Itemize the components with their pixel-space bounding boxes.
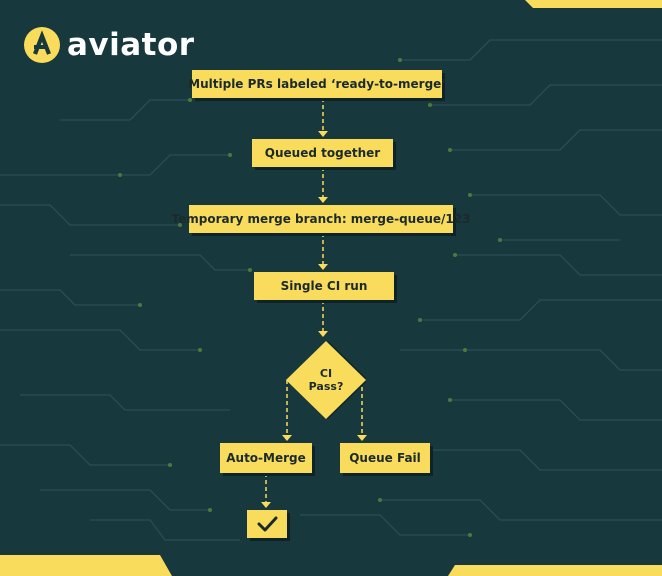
aviator-logo: aviator — [24, 26, 195, 64]
aviator-logo-icon — [24, 27, 60, 63]
checkmark-icon — [257, 516, 278, 532]
step-queued-together: Queued together — [252, 139, 393, 167]
brand-name: aviator — [67, 27, 195, 63]
decision-label-line1: CI — [319, 367, 333, 380]
outcome-auto-merge: Auto-Merge — [220, 443, 312, 473]
outcome-queue-fail-label: Queue Fail — [349, 451, 421, 465]
outcome-queue-fail: Queue Fail — [340, 443, 430, 473]
step-temporary-merge-branch-label: Temporary merge branch: merge-queue/123 — [171, 212, 471, 226]
outcome-auto-merge-label: Auto-Merge — [226, 451, 306, 465]
step-single-ci-run-label: Single CI run — [280, 279, 368, 293]
done-checkmark-box — [247, 510, 287, 538]
decision-ci-pass: CI Pass? — [286, 341, 366, 419]
decision-diamond-shape — [286, 341, 366, 419]
step-single-ci-run: Single CI run — [254, 272, 394, 300]
step-ready-to-merge-label: Multiple PRs labeled ‘ready-to-merge’ — [188, 77, 446, 91]
step-queued-together-label: Queued together — [264, 146, 381, 160]
decision-label: CI Pass? — [286, 341, 366, 419]
decision-label-line2: Pass? — [308, 380, 344, 393]
step-temporary-merge-branch: Temporary merge branch: merge-queue/123 — [172, 205, 470, 233]
step-ready-to-merge: Multiple PRs labeled ‘ready-to-merge’ — [188, 70, 446, 98]
